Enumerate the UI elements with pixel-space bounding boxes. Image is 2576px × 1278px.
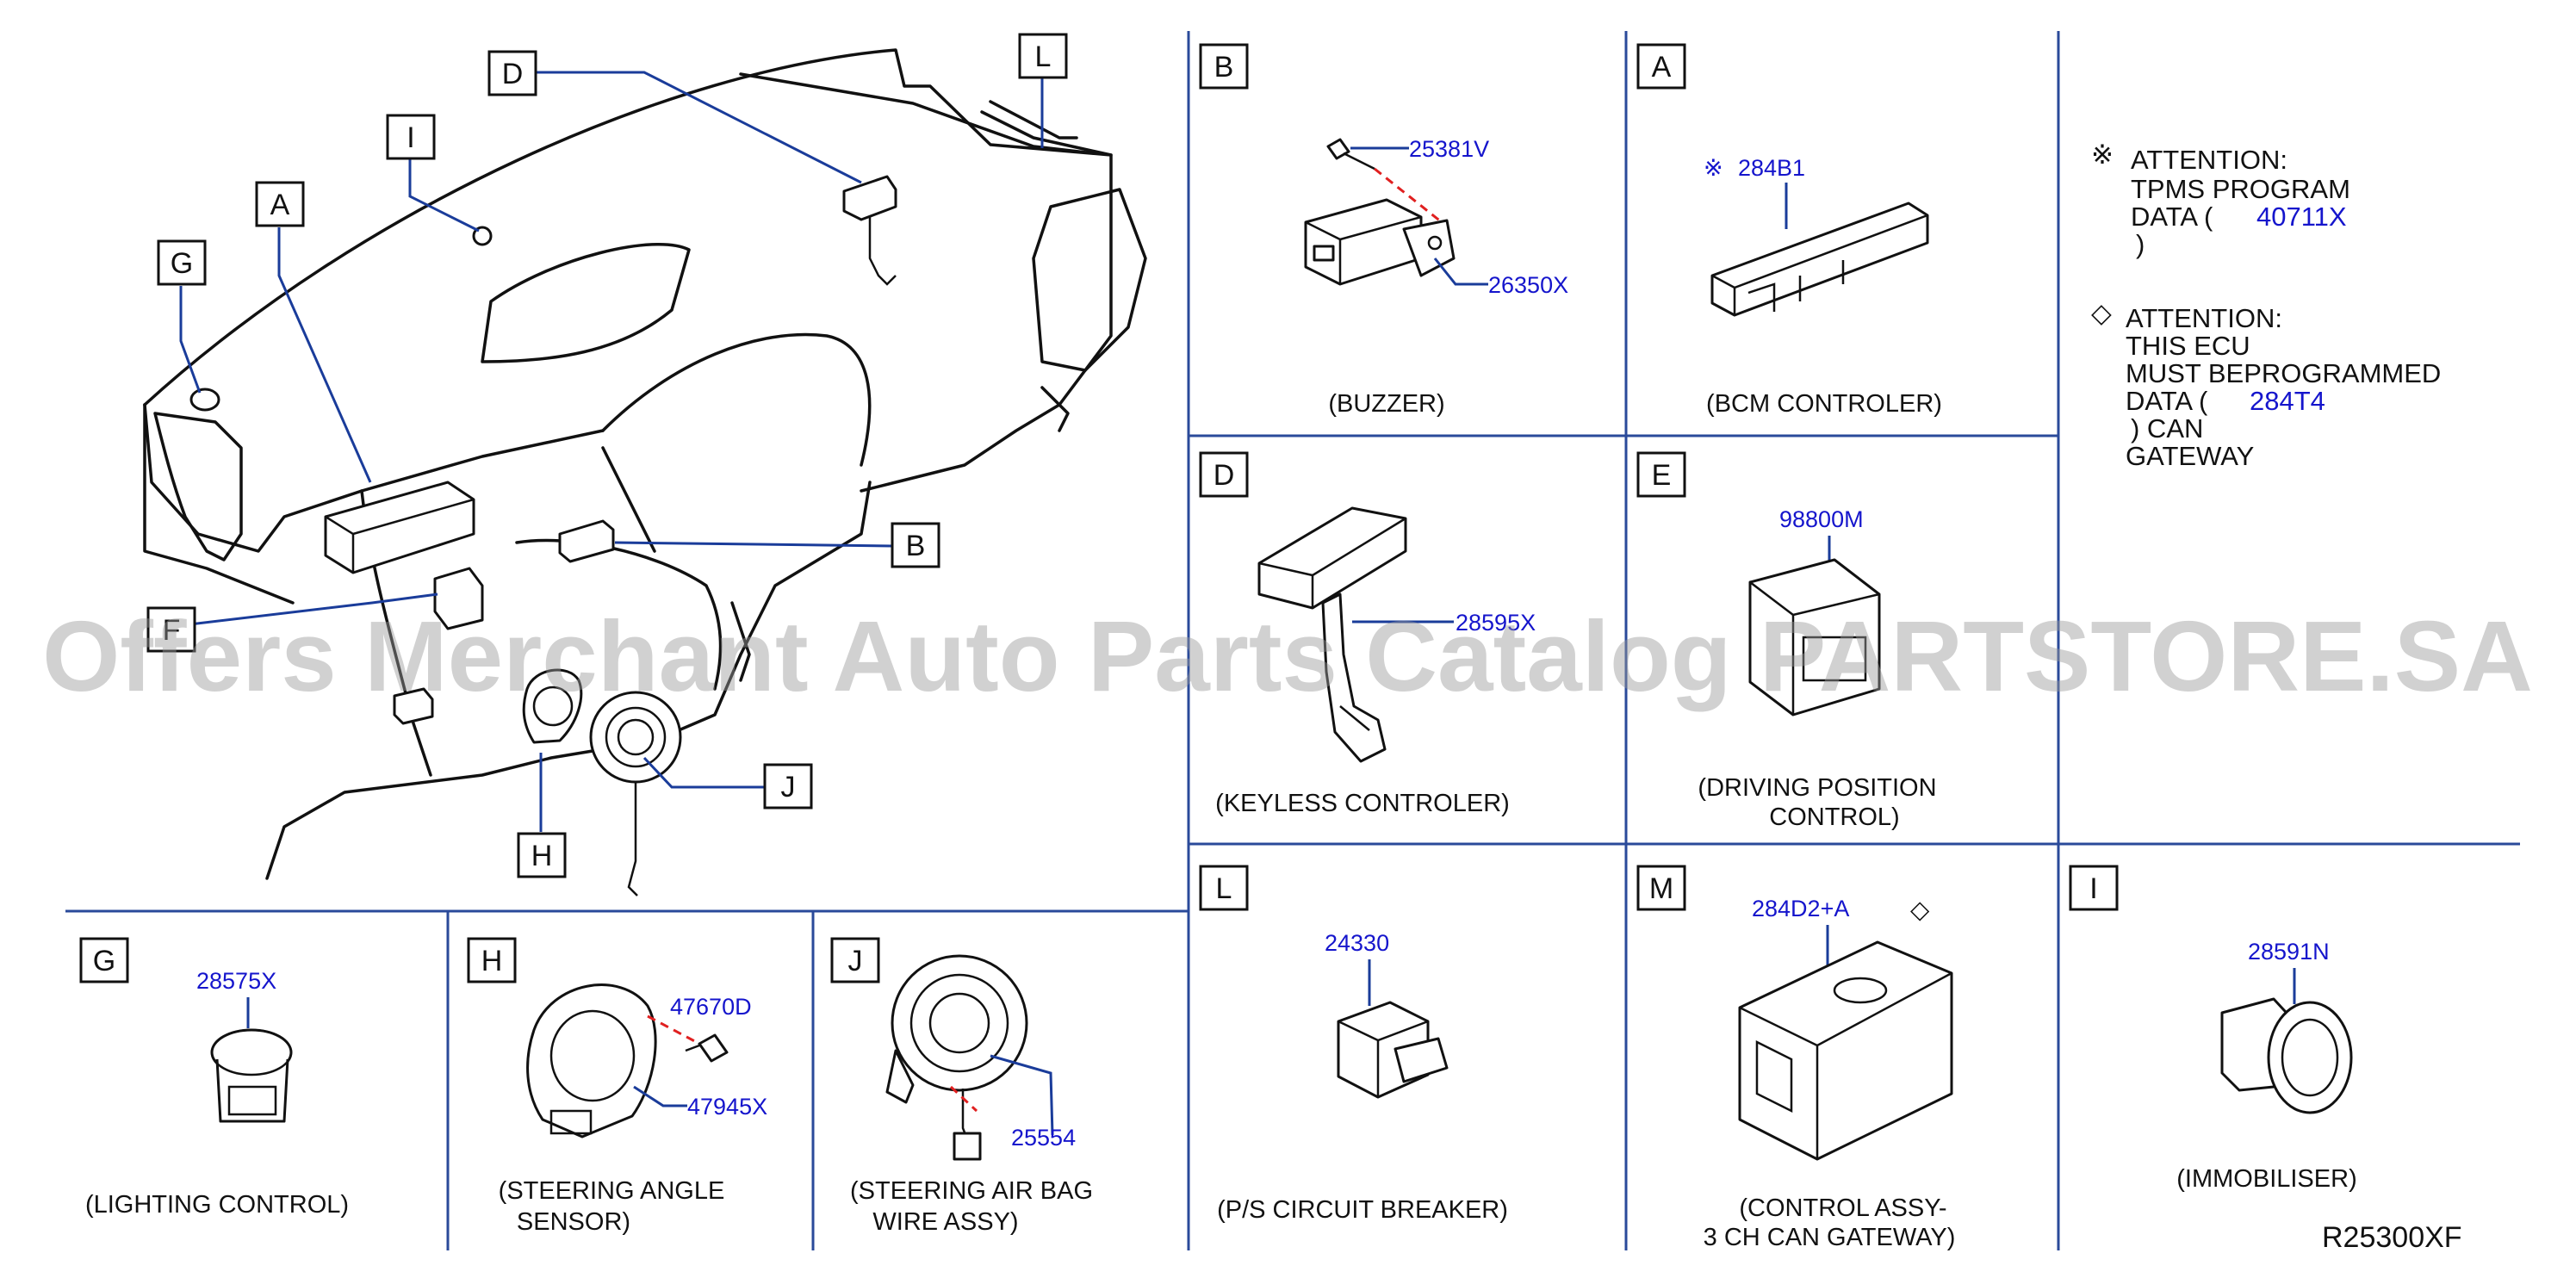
watermark: Offers Merchant Auto Parts Catalog PARTS… — [42, 600, 2533, 712]
note1-part: 40711X — [2256, 202, 2347, 232]
panel-grid — [65, 31, 2520, 1250]
panel-lighting-control: G 28575X (LIGHTING CONTROL) — [79, 937, 349, 1219]
note2-line2: THIS ECU — [2126, 331, 2250, 361]
part-26350x: 26350X — [1488, 272, 1568, 298]
note2-part: 284T4 — [2250, 386, 2325, 416]
note2-line1: ATTENTION: — [2126, 303, 2282, 333]
panel-immobiliser: I 28591N (IMMOBILISER) — [2069, 865, 2357, 1193]
panel-keyless: D 28595X (KEYLESS CONTROLER) — [1199, 451, 1536, 817]
note1-mark: ※ — [2091, 140, 2114, 170]
part-28591n: 28591N — [2248, 939, 2330, 965]
panel-gateway-caption-2: 3 CH CAN GATEWAY) — [1704, 1224, 1956, 1251]
part-25381v: 25381V — [1409, 136, 1489, 162]
note1-line4: ) — [2136, 229, 2145, 259]
overview-parts — [189, 175, 897, 896]
panel-driving-caption-2: CONTROL) — [1769, 803, 1899, 831]
panel-steering-sensor-letter: H — [481, 945, 503, 977]
panel-lighting-letter: G — [93, 945, 115, 977]
panel-immobiliser-letter: I — [2089, 872, 2097, 905]
overview-callouts: D I L A G B F J H — [146, 33, 1068, 878]
part-47945x: 47945X — [687, 1094, 767, 1120]
panel-keyless-letter: D — [1214, 459, 1235, 492]
callout-l: L — [1035, 40, 1052, 73]
panel-steering-sensor-caption-2: SENSOR) — [517, 1208, 630, 1236]
part-28575x: 28575X — [196, 968, 276, 994]
panel-steering-sensor-caption-1: (STEERING ANGLE — [499, 1177, 725, 1205]
note1-line2: TPMS PROGRAM — [2131, 174, 2350, 204]
part-25554: 25554 — [1011, 1125, 1076, 1151]
panel-airbag-caption-2: WIRE ASSY) — [872, 1208, 1018, 1236]
panel-bcm-mark: ※ — [1704, 155, 1723, 181]
part-98800m: 98800M — [1779, 506, 1864, 532]
panel-airbag-letter: J — [848, 945, 863, 977]
panel-driving-caption-1: (DRIVING POSITION — [1698, 774, 1936, 802]
note1-line1: ATTENTION: — [2131, 145, 2287, 175]
panel-breaker-caption: (P/S CIRCUIT BREAKER) — [1217, 1196, 1508, 1224]
callout-a: A — [270, 189, 290, 221]
panel-circuit-breaker: L 24330 (P/S CIRCUIT BREAKER) — [1199, 865, 1508, 1224]
overview-leaders — [179, 71, 1044, 832]
part-24330: 24330 — [1325, 930, 1389, 956]
panel-bcm: A ※ 284B1 (BCM CONTROLER) — [1636, 43, 1942, 418]
panel-can-gateway: M 284D2+A ◇ (CONTROL ASSY- 3 CH CAN GATE… — [1636, 865, 1956, 1251]
diagram-reference-code: R25300XF — [2322, 1221, 2462, 1254]
callout-b: B — [906, 530, 926, 562]
callout-f: F — [163, 614, 181, 647]
note2-line6: GATEWAY — [2126, 441, 2254, 471]
panel-bcm-caption: (BCM CONTROLER) — [1706, 390, 1942, 418]
part-28595x: 28595X — [1456, 610, 1536, 636]
panel-keyless-caption: (KEYLESS CONTROLER) — [1215, 790, 1510, 817]
note1-line3: DATA ( — [2131, 202, 2213, 232]
callout-i: I — [407, 121, 414, 154]
callout-h: H — [531, 840, 553, 872]
panel-steering-angle-sensor: H 47670D 47945X (STEERING ANGLE SENSOR) — [467, 937, 767, 1236]
panel-breaker-letter: L — [1216, 872, 1232, 905]
panel-airbag-caption-1: (STEERING AIR BAG — [850, 1177, 1093, 1205]
panel-buzzer: B 25381V 26350X (BUZZER) — [1199, 43, 1568, 418]
panel-driving-letter: E — [1652, 459, 1672, 492]
part-284b1: 284B1 — [1738, 155, 1805, 181]
callout-d: D — [502, 58, 524, 90]
panel-lighting-caption: (LIGHTING CONTROL) — [85, 1191, 349, 1219]
panel-buzzer-caption: (BUZZER) — [1328, 390, 1444, 418]
attention-notes: ※ ATTENTION: TPMS PROGRAM DATA ( 40711X … — [2091, 140, 2441, 471]
panel-gateway-mark: ◇ — [1910, 896, 1930, 924]
callout-g: G — [171, 247, 193, 280]
panel-immobiliser-caption: (IMMOBILISER) — [2176, 1165, 2356, 1193]
part-284d2a: 284D2+A — [1752, 896, 1849, 921]
panel-driving-position: E 98800M (DRIVING POSITION CONTROL) — [1636, 451, 1937, 831]
panel-gateway-letter: M — [1649, 872, 1673, 905]
panel-bcm-letter: A — [1652, 51, 1672, 84]
part-47670d: 47670D — [670, 994, 752, 1020]
panel-gateway-caption-1: (CONTROL ASSY- — [1739, 1194, 1946, 1222]
note2-mark: ◇ — [2091, 298, 2112, 328]
panel-buzzer-letter: B — [1214, 51, 1234, 84]
note2-line4: DATA ( — [2126, 386, 2208, 416]
note2-line5: ) CAN — [2131, 413, 2203, 444]
callout-j: J — [781, 771, 796, 803]
note2-line3: MUST BEPROGRAMMED — [2126, 358, 2441, 388]
panel-airbag-wire: J 25554 (STEERING AIR BAG WIRE ASSY) — [830, 937, 1093, 1236]
